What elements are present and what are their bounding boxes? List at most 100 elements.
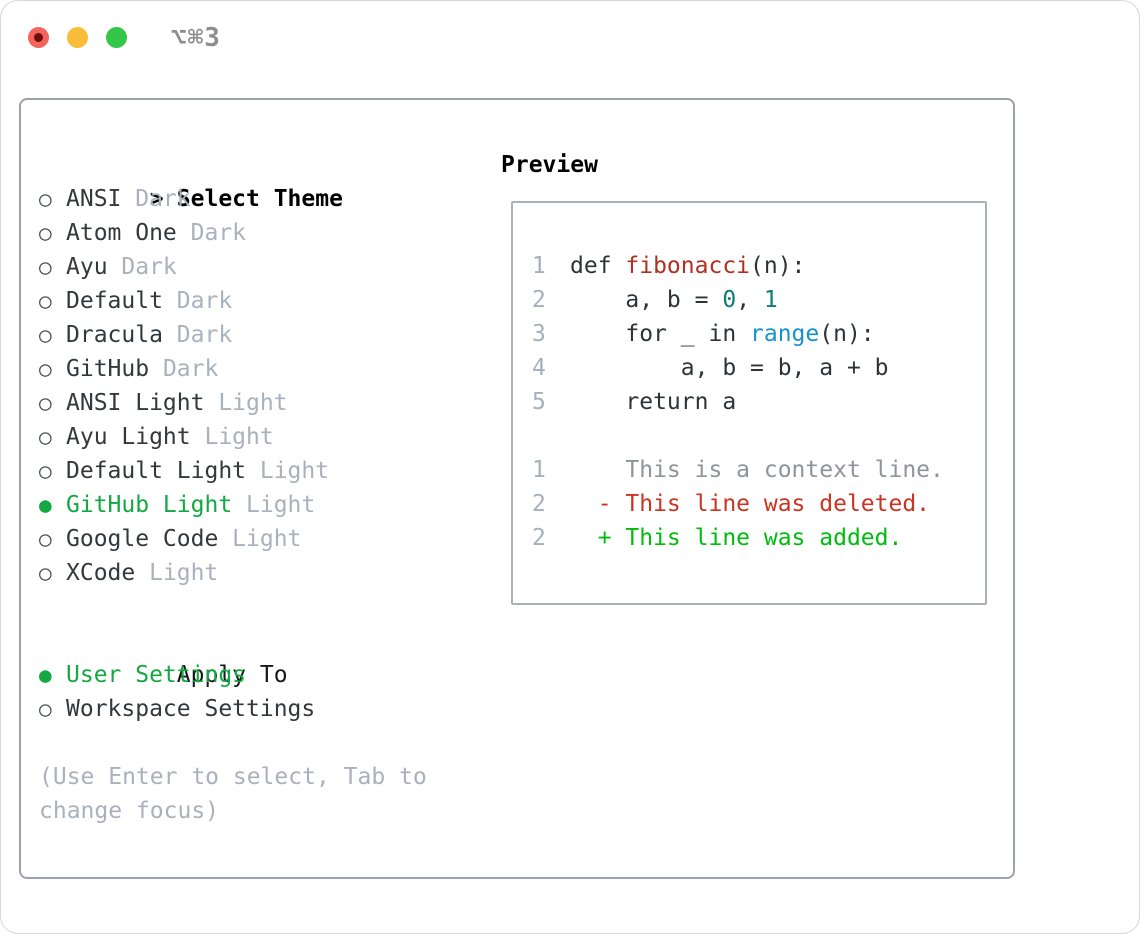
radio-unselected-icon: ○ [39,221,52,245]
hint-text: (Use Enter to select, Tab to change focu… [39,764,427,824]
radio-unselected-icon: ○ [39,459,52,483]
option-label: GitHub [66,356,150,382]
line-number: 1 [532,457,546,483]
option-variant-label: Light [204,424,274,450]
apply-option-user-settings[interactable]: ● User Settings [39,658,501,692]
preview-title: Preview [501,152,598,178]
option-variant-label: Dark [176,288,233,314]
radio-unselected-icon: ○ [39,527,52,551]
option-variant-label: Dark [121,254,177,280]
line-content: a, b = b, a + b [570,351,889,385]
token-number: 0 [722,287,737,313]
traffic-lights [28,27,127,48]
option-label: Atom One [66,220,177,246]
line-number [532,419,570,453]
option-variant-label: Light [232,526,302,552]
diff-line: 2 - This line was deleted. [532,487,985,521]
option-label: Workspace Settings [66,696,316,722]
line-number: 2 [532,525,546,551]
token-plain: for _ in [570,321,751,347]
token-plain: def [570,253,626,279]
theme-option-github[interactable]: ○ GitHub Dark [39,352,501,386]
token-added: + This line was added. [570,525,903,551]
option-label: ANSI Light [66,390,205,416]
option-label: User Settings [66,662,247,688]
option-label: ANSI [66,186,122,212]
apply-option-workspace-settings[interactable]: ○Workspace Settings [39,692,501,726]
theme-option-ansi-light[interactable]: ○ ANSI Light Light [39,386,501,420]
option-label: GitHub Light [66,492,233,518]
line-number: 2 [532,491,546,517]
line-number: 3 [532,321,546,347]
token-plain: return a [570,389,737,415]
radio-unselected-icon: ○ [39,255,52,279]
close-button[interactable] [28,27,49,48]
radio-unselected-icon: ○ [39,323,52,347]
close-button-dot-icon [34,33,43,42]
theme-list-header: >Select Theme [39,148,501,212]
minimize-button[interactable] [67,27,88,48]
selection-caret-icon: > [149,186,164,212]
radio-unselected-icon: ○ [39,289,52,313]
token-plain: , [736,287,764,313]
line-content: def fibonacci(n): [570,249,805,283]
spacer [39,726,501,760]
radio-selected-icon: ● [39,663,52,687]
code-line: 2 a, b = 0, 1 [532,283,985,317]
blank-line [532,419,985,453]
option-label: Ayu [66,254,108,280]
option-label: Default Light [66,458,247,484]
line-content: a, b = 0, 1 [570,283,778,317]
option-label: Ayu Light [66,424,191,450]
apply-to-header: Apply To [39,624,501,688]
line-number: 1 [532,253,546,279]
apply-to-title: Apply To [176,662,288,688]
titlebar: ⌥⌘3 [1,1,1139,98]
line-content: This is a context line. [570,453,944,487]
diff-line: 1 This is a context line. [532,453,985,487]
spacer [39,590,501,624]
option-variant-label: Dark [176,322,233,348]
code-line: 1 def fibonacci(n): [532,249,985,283]
line-number: 4 [532,355,546,381]
token-deleted: - This line was deleted. [570,491,931,517]
option-variant-label: Light [149,560,219,586]
theme-option-default-light[interactable]: ○ Default Light Light [39,454,501,488]
token-function: fibonacci [625,253,751,279]
zoom-button[interactable] [106,27,127,48]
radio-unselected-icon: ○ [39,357,52,381]
token-plain: a, b = b, a + b [570,355,889,381]
option-variant-label: Light [218,390,288,416]
token-builtin: range [750,321,820,347]
theme-option-ayu[interactable]: ○ Ayu Dark [39,250,501,284]
code-line: 5 return a [532,385,985,419]
option-variant-label: Light [259,458,330,484]
code-line: 4 a, b = b, a + b [532,351,985,385]
line-number: 5 [532,389,546,415]
radio-unselected-icon: ○ [39,391,52,415]
token-number: 1 [763,287,778,313]
line-content: + This line was added. [570,521,903,555]
line-number: 2 [532,287,546,313]
token-plain: a, b = [570,287,723,313]
diff-line: 2 + This line was added. [532,521,985,555]
code-line: 3 for _ in range(n): [532,317,985,351]
line-content: - This line was deleted. [570,487,930,521]
option-variant-label: Dark [162,356,219,382]
